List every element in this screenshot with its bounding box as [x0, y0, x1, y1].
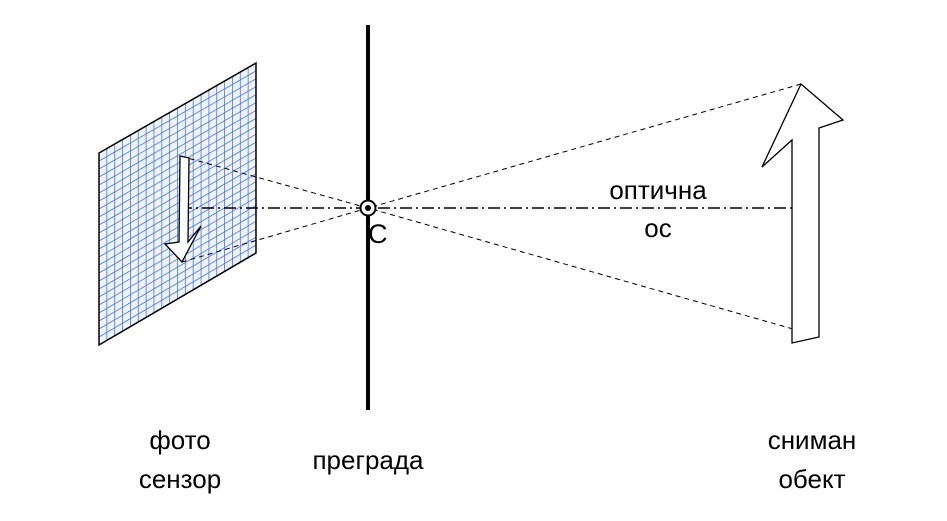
ray-top-object	[367, 83, 802, 209]
sensor-grid-line	[99, 118, 256, 210]
inverted-image-arrow	[163, 155, 202, 264]
sensor-grid-line	[99, 141, 256, 234]
light-rays	[181, 83, 802, 330]
sensor-label-line1: фото	[149, 425, 211, 455]
object-label-line1: сниман	[767, 425, 857, 455]
optical-axis-label-line1: оптична	[609, 175, 707, 205]
object-arrow	[761, 82, 845, 344]
sensor-grid	[99, 67, 256, 341]
sensor-label-line2: сензор	[138, 464, 222, 494]
sensor-grid-line	[99, 244, 256, 338]
sensor-grid-line	[99, 157, 256, 250]
ray-bottom-object	[367, 207, 794, 330]
sensor-grid-line	[99, 125, 256, 218]
photo-sensor	[98, 61, 257, 347]
sensor-grid-line	[99, 70, 256, 162]
sensor-border	[98, 61, 257, 347]
object-label-line2: обект	[778, 464, 846, 494]
barrier-label: преграда	[312, 445, 424, 475]
sensor-grid-line	[99, 213, 256, 306]
pinhole-center-marker	[359, 199, 377, 217]
sensor-grid-line	[99, 78, 256, 170]
ray-top-image	[183, 156, 369, 209]
sensor-grid-line	[99, 165, 256, 258]
sensor-grid-line	[99, 110, 256, 202]
sensor-grid-line	[99, 86, 256, 178]
optical-axis-label-line2: ос	[644, 213, 672, 243]
sensor-grid-line	[99, 149, 256, 242]
sensor-grid-line	[99, 220, 256, 314]
sensor-grid-line	[99, 173, 256, 266]
sensor-grid-line	[99, 228, 256, 322]
center-label: C	[368, 219, 388, 249]
sensor-grid-line	[99, 102, 256, 194]
sensor-grid-line	[99, 236, 256, 330]
sensor-grid-line	[99, 189, 256, 282]
sensor-grid-line	[99, 133, 256, 226]
sensor-grid-line	[99, 94, 256, 186]
sensor-grid-line	[99, 181, 256, 274]
